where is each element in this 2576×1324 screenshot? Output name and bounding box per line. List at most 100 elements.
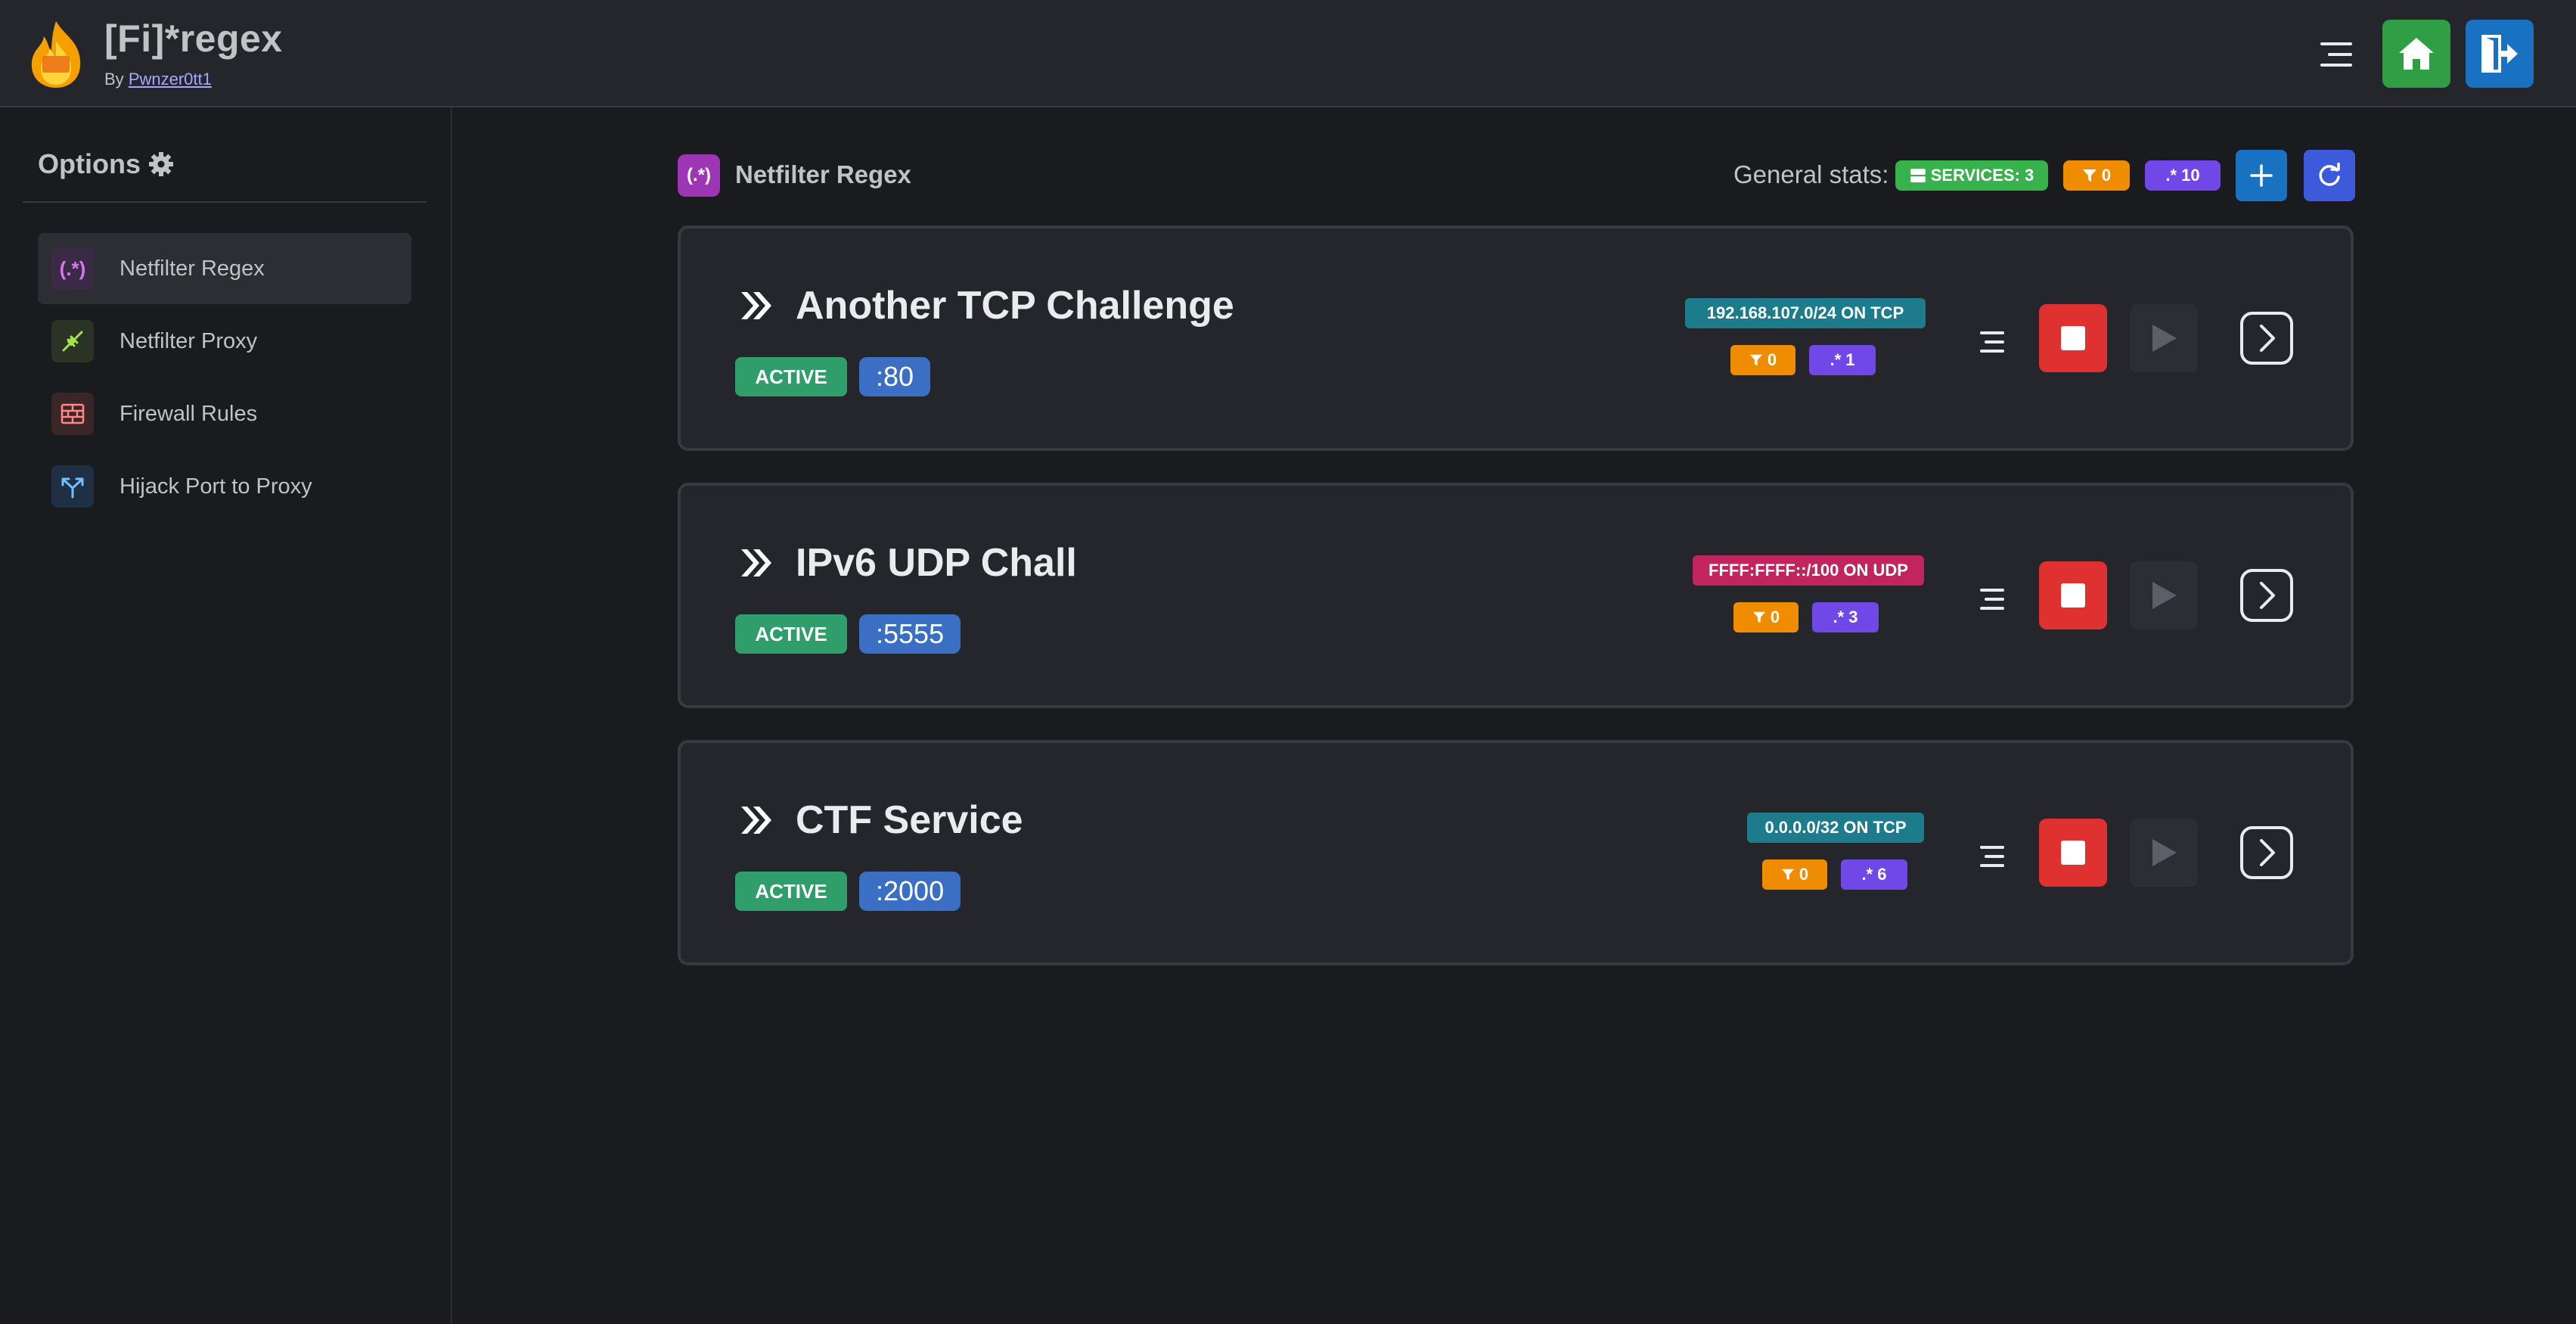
open-service-button[interactable] <box>2240 312 2293 365</box>
regex-count: 6 <box>1877 865 1887 884</box>
port-badge: :2000 <box>859 872 961 911</box>
regex-count-icon: .* <box>2165 166 2177 185</box>
open-service-button[interactable] <box>2240 569 2293 622</box>
start-service-button[interactable] <box>2130 561 2198 629</box>
double-chevron-icon <box>741 549 771 577</box>
service-card[interactable]: IPv6 UDP Chall ACTIVE :5555 FFFF:FFFF::/… <box>678 483 2354 708</box>
stop-icon <box>2061 583 2085 608</box>
section-title: Netfilter Regex <box>735 160 911 188</box>
sidebar-item-label: Firewall Rules <box>119 401 258 426</box>
stop-icon <box>2061 841 2085 865</box>
start-service-button[interactable] <box>2130 819 2198 887</box>
sidebar-item-netfilter-regex[interactable]: (.*) Netfilter Regex <box>38 233 411 304</box>
service-menu-button[interactable] <box>1977 584 2007 614</box>
address-badge: FFFF:FFFF::/100 ON UDP <box>1693 555 1924 586</box>
service-card[interactable]: Another TCP Challenge ACTIVE :80 192.168… <box>678 225 2354 451</box>
sidebar-item-firewall-rules[interactable]: Firewall Rules <box>38 378 411 449</box>
service-card[interactable]: CTF Service ACTIVE :2000 0.0.0.0/32 ON T… <box>678 740 2354 965</box>
regex-stat-value: 10 <box>2181 166 2200 185</box>
start-service-button[interactable] <box>2130 304 2198 372</box>
general-stats-label: General stats: <box>1733 160 1889 188</box>
open-service-button[interactable] <box>2240 826 2293 879</box>
stop-service-button[interactable] <box>2039 819 2107 887</box>
service-name: Another TCP Challenge <box>796 284 1234 328</box>
refresh-button[interactable] <box>2304 150 2355 201</box>
address-badge: 0.0.0.0/32 ON TCP <box>1747 813 1924 843</box>
filtered-count: 0 <box>1770 608 1780 626</box>
logout-button[interactable] <box>2466 20 2534 88</box>
status-badge: ACTIVE <box>735 614 847 654</box>
filtered-count-badge: 0 <box>1733 602 1799 632</box>
sidebar-item-label: Netfilter Proxy <box>119 328 258 353</box>
status-badge: ACTIVE <box>735 357 847 396</box>
chevron-right-icon <box>2260 325 2275 352</box>
filtered-stat-value: 0 <box>2101 166 2112 185</box>
services-stat-label: SERVICES: 3 <box>1930 166 2034 185</box>
regex-count-badge: .* 6 <box>1841 859 1907 890</box>
flame-logo-icon <box>31 21 81 88</box>
regex-count-badge: .* 1 <box>1809 345 1876 375</box>
sidebar-item-hijack-port[interactable]: Hijack Port to Proxy <box>38 451 411 522</box>
service-menu-button[interactable] <box>1977 327 2007 357</box>
filtered-count: 0 <box>1767 350 1777 369</box>
regex-icon: (.*) <box>51 247 94 290</box>
filtered-count-badge: 0 <box>1730 345 1795 375</box>
regex-icon: .* <box>1833 608 1845 626</box>
service-name: IPv6 UDP Chall <box>796 541 1077 585</box>
regex-icon: .* <box>1861 865 1873 884</box>
port-badge: :5555 <box>859 614 961 654</box>
services-stat-badge: SERVICES: 3 <box>1895 160 2048 191</box>
hamburger-icon <box>2320 42 2352 67</box>
filtered-count-badge: 0 <box>1762 859 1827 890</box>
service-name: CTF Service <box>796 798 1023 842</box>
byline: By Pwnzer0tt1 <box>104 70 212 89</box>
refresh-icon <box>2319 163 2340 186</box>
regex-count: 3 <box>1848 608 1858 626</box>
double-chevron-icon <box>741 807 771 834</box>
app-title: [Fi]*regex <box>104 17 283 60</box>
stop-icon <box>2061 326 2085 350</box>
play-icon <box>2152 839 2177 866</box>
regex-count: 1 <box>1845 350 1855 369</box>
status-badge: ACTIVE <box>735 872 847 911</box>
stop-service-button[interactable] <box>2039 304 2107 372</box>
app-header: [Fi]*regex By Pwnzer0tt1 <box>0 0 2576 107</box>
regex-stat-badge: .* 10 <box>2145 160 2221 191</box>
sidebar-item-netfilter-proxy[interactable]: Netfilter Proxy <box>38 306 411 377</box>
filtered-count: 0 <box>1799 865 1809 884</box>
play-icon <box>2152 582 2177 609</box>
sidebar-title-label: Options <box>38 148 141 179</box>
netfilter-regex-icon: (.*) <box>678 154 720 197</box>
gear-icon <box>148 152 173 176</box>
sidebar-item-label: Netfilter Regex <box>119 256 265 281</box>
hamburger-icon <box>1980 589 2004 610</box>
byline-prefix: By <box>104 70 124 89</box>
plus-icon <box>2250 164 2273 187</box>
address-badge: 192.168.107.0/24 ON TCP <box>1685 298 1926 328</box>
filter-icon <box>1781 869 1794 881</box>
home-button[interactable] <box>2382 20 2450 88</box>
filter-icon <box>2082 169 2096 182</box>
plug-icon <box>51 320 94 362</box>
add-service-button[interactable] <box>2236 150 2287 201</box>
home-icon <box>2399 38 2434 70</box>
chevron-right-icon <box>2260 582 2275 609</box>
filtered-stat-badge: 0 <box>2063 160 2130 191</box>
regex-icon: .* <box>1830 350 1842 369</box>
hamburger-icon <box>1980 331 2004 353</box>
logout-icon <box>2481 35 2518 73</box>
server-icon <box>1910 169 1926 182</box>
header-menu-button[interactable] <box>2317 38 2355 71</box>
stop-service-button[interactable] <box>2039 561 2107 629</box>
play-icon <box>2152 325 2177 352</box>
double-chevron-icon <box>741 292 771 319</box>
brick-wall-icon <box>51 393 94 435</box>
service-menu-button[interactable] <box>1977 841 2007 872</box>
regex-count-badge: .* 3 <box>1812 602 1879 632</box>
sidebar: Options (.*) Netfilter Regex <box>0 107 452 1324</box>
sidebar-title: Options <box>38 148 174 180</box>
sidebar-item-label: Hijack Port to Proxy <box>119 474 312 499</box>
sidebar-divider <box>23 201 427 203</box>
port-badge: :80 <box>859 357 931 396</box>
author-link[interactable]: Pwnzer0tt1 <box>128 70 212 89</box>
